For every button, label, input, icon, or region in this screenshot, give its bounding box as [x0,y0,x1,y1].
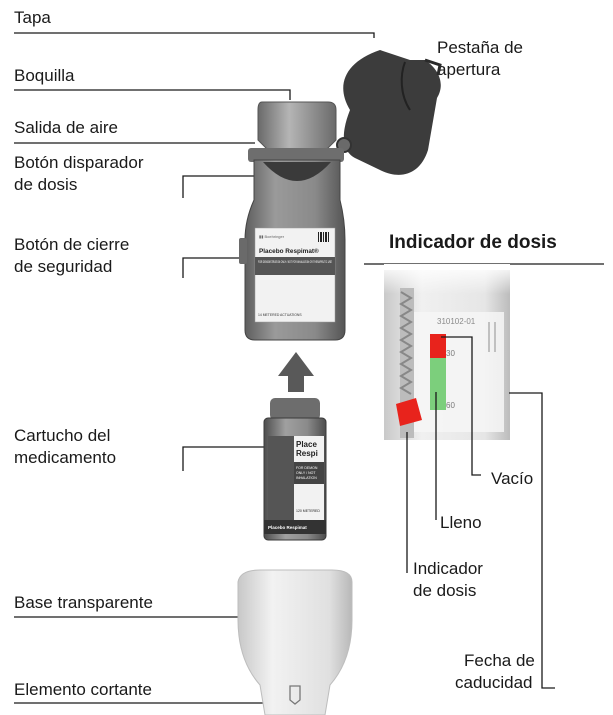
svg-text:▮▮ Boehringer: ▮▮ Boehringer [259,234,285,239]
label-fecha-1: Fecha de [464,651,535,670]
label-salida-aire: Salida de aire [14,118,118,137]
label-vacio: Vacío [491,469,534,488]
svg-text:120 METERED: 120 METERED [296,509,320,513]
indicator-tick-30: 30 [446,349,455,358]
dose-release-button [263,162,331,181]
label-boton-cierre-2: de seguridad [14,257,113,276]
label-boton-cierre-1: Botón de cierre [14,235,130,254]
leader-boton-disparador [182,175,280,198]
inhaler-actuations: 14 METERED ACTUATIONS [258,313,302,317]
dose-indicator-detail: 310102-01 30 60 [364,263,604,440]
label-boton-disparador-1: Botón disparador [14,153,144,172]
indicator-pointer [396,398,422,426]
indicator-title: Indicador de dosis [389,232,557,253]
inhaler-warning: FOR DEMONSTRATION ONLY / NOT FOR INHALAT… [258,260,332,264]
clear-base [237,569,353,715]
inhaler-body: Placebo Respimat® ▮▮ Boehringer FOR DEMO… [239,101,346,341]
insert-arrow [278,352,314,392]
label-cartucho-2: medicamento [14,448,117,467]
label-elemento-cortante: Elemento cortante [14,680,152,699]
svg-text:FOR DEMON: FOR DEMON [296,466,318,470]
label-base: Base transparente [14,593,153,612]
svg-text:ONLY / NOT: ONLY / NOT [296,471,316,475]
label-fecha-2: caducidad [455,673,533,692]
indicator-empty-zone [430,334,446,358]
svg-text:Respi: Respi [296,449,318,458]
label-indicador-2: de dosis [413,581,477,600]
svg-text:INHALATION: INHALATION [296,476,317,480]
leader-boton-cierre [182,257,250,278]
leader-boquilla [14,89,291,100]
label-pestana-1: Pestaña de [437,38,524,57]
cartridge-footer-brand: Placebo Respimat [268,525,307,530]
label-boquilla: Boquilla [14,66,75,85]
piercing-element [289,685,301,705]
safety-catch [239,238,247,264]
label-lleno: Lleno [440,513,482,532]
label-boton-disparador-2: de dosis [14,175,78,194]
indicator-full-zone [430,358,446,410]
label-pestana-2: apertura [437,60,501,79]
cap [336,50,442,175]
cartridge: Place Respi FOR DEMON ONLY / NOT INHALAT… [263,398,327,541]
leader-cartucho [182,446,270,471]
label-tapa: Tapa [14,8,51,27]
indicator-tick-60: 60 [446,401,455,410]
cartridge-brand: Place [296,440,317,449]
leader-lines-right [406,336,555,689]
leader-tapa [14,32,375,38]
label-indicador-1: Indicador [413,559,483,578]
leader-fecha [509,392,555,689]
leader-vacio [441,336,481,476]
inhaler-brand: Placebo Respimat® [259,247,319,255]
indicator-code: 310102-01 [437,317,476,326]
label-cartucho-1: Cartucho del [14,426,111,445]
leader-lines-left [14,32,424,704]
